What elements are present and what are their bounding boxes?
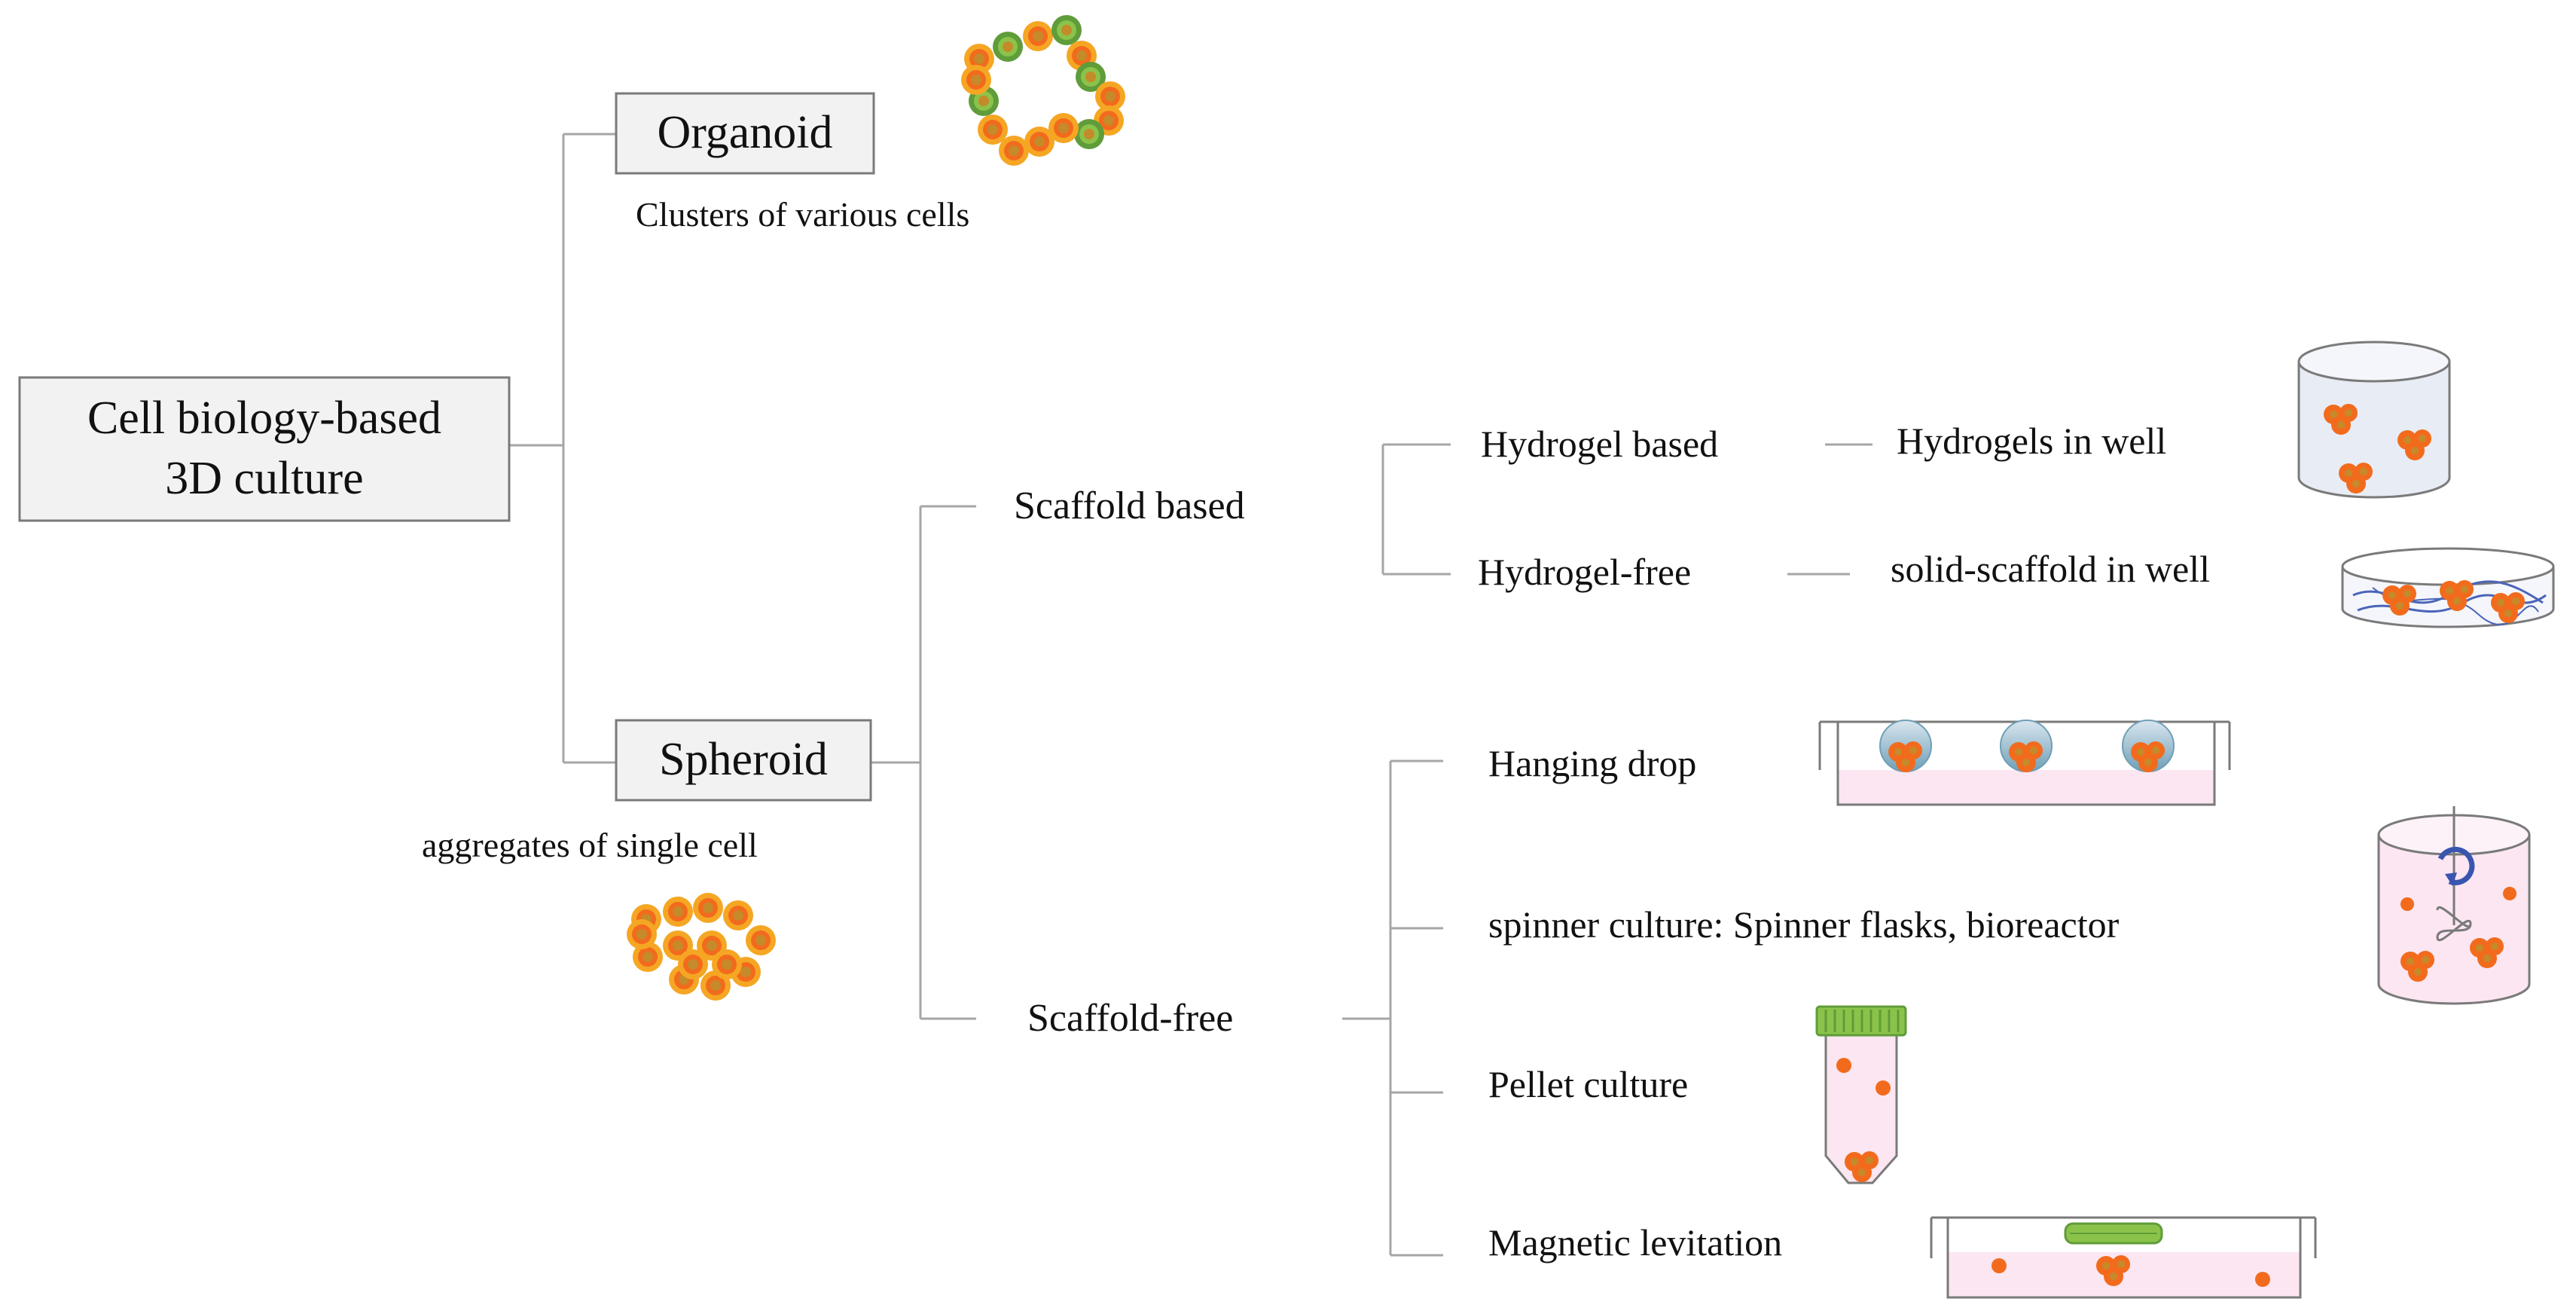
hanging-drop-label: Hanging drop (1488, 742, 1696, 784)
scaffold-based-label: Scaffold based (1014, 484, 1245, 527)
spheroid-cell-aggregate-icon (627, 893, 776, 1001)
root-label-line2: 3D culture (165, 453, 363, 504)
pellet-tube-icon (1815, 1005, 1907, 1184)
spinner-flask-icon (2377, 806, 2531, 1005)
spinner-culture-label: spinner culture: Spinner flasks, bioreac… (1488, 903, 2120, 946)
organoid-label: Organoid (657, 107, 832, 158)
solid-scaffold-in-well-label: solid-scaffold in well (1891, 548, 2210, 590)
spheroid-node: Spheroid aggregates of single cell (422, 719, 872, 864)
hanging-drop-plate-icon (1818, 720, 2231, 806)
hydrogel-well-icon (2297, 341, 2451, 499)
magnetic-levitation-dish-icon (1930, 1216, 2317, 1299)
magnetic-levitation-label: Magnetic levitation (1488, 1221, 1782, 1264)
solid-scaffold-dish-icon (2341, 547, 2555, 628)
spheroid-label: Spheroid (659, 734, 828, 785)
hydrogel-free-label: Hydrogel-free (1478, 551, 1691, 593)
hydrogels-in-well-label: Hydrogels in well (1897, 420, 2166, 462)
tree-connectors (509, 133, 1872, 1257)
root-node: Cell biology-based 3D culture (18, 376, 511, 522)
scaffold-free-label: Scaffold-free (1027, 997, 1233, 1040)
root-label-line1: Cell biology-based (87, 393, 441, 444)
hydrogel-based-label: Hydrogel based (1481, 423, 1718, 465)
organoid-node: Organoid Clusters of various cells (615, 92, 969, 234)
organoid-caption: Clusters of various cells (636, 195, 969, 234)
pellet-culture-label: Pellet culture (1488, 1063, 1688, 1105)
organoid-cell-ring-icon (961, 15, 1125, 166)
spheroid-caption: aggregates of single cell (422, 826, 758, 864)
